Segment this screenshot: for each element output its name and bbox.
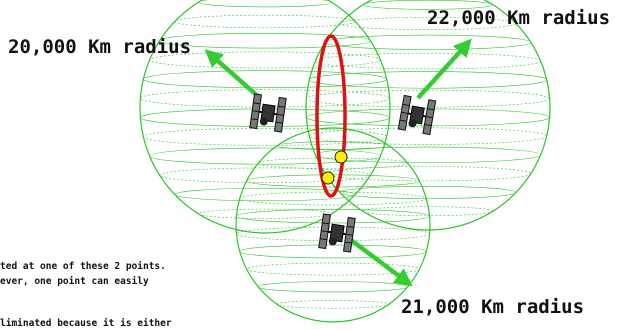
latitude-band (306, 89, 550, 108)
note-line-2: ever, one point can easily (0, 276, 149, 287)
latitude-band (362, 0, 494, 10)
latitude-band (143, 70, 387, 88)
note-line-3: liminated because it is either (0, 318, 172, 329)
latitude-band (143, 128, 387, 146)
candidate-point-lower (321, 171, 335, 185)
arrow-left-radius (204, 49, 262, 100)
latitude-band (239, 244, 427, 259)
latitude-band (239, 191, 427, 206)
bottom-radius-label: 21,000 Km radius (401, 296, 585, 318)
sphere-left (139, 0, 391, 234)
latitude-band (276, 300, 390, 309)
latitude-band (315, 146, 541, 164)
latitude-band (149, 51, 381, 69)
intersection-ellipse (315, 34, 347, 198)
latitude-band (308, 127, 548, 145)
arrow-right-radius (416, 38, 472, 100)
latitude-band (198, 208, 332, 219)
latitude-band (339, 185, 517, 199)
satellite-icon (318, 213, 356, 253)
right-radius-label: 22,000 Km radius (427, 7, 611, 29)
left-radius-label: 20,000 Km radius (8, 36, 192, 58)
latitude-band (174, 187, 356, 202)
latitude-band (324, 166, 532, 182)
candidate-point-upper (334, 150, 348, 164)
satellite-icon (397, 94, 437, 136)
note-line-1: ted at one of these 2 points. (0, 261, 166, 272)
latitude-band (149, 147, 381, 165)
latitude-band (198, 0, 332, 8)
latitude-band (174, 14, 356, 29)
latitude-band (236, 209, 430, 224)
sphere-bottom (235, 127, 431, 323)
latitude-band (159, 33, 371, 49)
latitude-band (257, 157, 409, 169)
latitude-band (246, 262, 420, 276)
latitude-band (257, 281, 409, 293)
latitude-band (315, 52, 541, 70)
latitude-band (339, 17, 517, 31)
satellite-icon (249, 93, 287, 133)
arrow-bottom-radius (345, 235, 413, 287)
latitude-band (324, 34, 532, 50)
latitude-band (276, 141, 390, 150)
